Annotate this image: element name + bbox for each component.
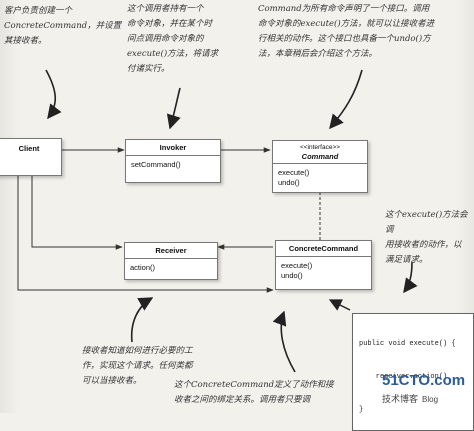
- note-client: 客户负责创建一个 ConcreteCommand，并设置 其接收者。: [4, 4, 124, 49]
- operation: action(): [130, 263, 156, 272]
- note-execute: 这个execute()方法会调 用接收者的动作，以 满足请求。: [385, 208, 473, 268]
- pointer-arrow-top-left: [45, 69, 62, 120]
- watermark-blog: Blog: [422, 395, 439, 404]
- note-line: 其接收者。: [4, 36, 47, 46]
- note-command: Command为所有命令声明了一个接口。调用 命令对象的execute()方法，…: [258, 2, 472, 62]
- class-receiver-ops: action(): [125, 259, 217, 279]
- note-line: 满足请求。: [385, 255, 428, 265]
- note-invoker: 这个调用者持有一个 命令对象，并在某个时 间点调用命令对象的 execute()…: [127, 2, 257, 77]
- note-receiver: 接收者知道如何进行必要的工 作，实现这个请求。任何类都 可以当接收者。: [82, 344, 212, 389]
- note-line: 法，本章稍后会介绍这个方法。: [258, 49, 378, 59]
- pointer-arrow-command: [329, 69, 363, 130]
- association-client-concrete: [17, 175, 274, 293]
- note-line: 付诸实行。: [127, 64, 170, 74]
- operation: execute(): [281, 261, 313, 270]
- note-line: 接收者知道如何进行必要的工: [82, 346, 193, 356]
- note-concrete: 这个ConcreteCommand定义了动作和接 收者之间的绑定关系。调用者只要…: [174, 378, 370, 408]
- class-client-name: Client: [18, 144, 40, 153]
- operation: setCommand(): [131, 160, 181, 169]
- class-invoker: Invoker setCommand(): [125, 139, 221, 183]
- code-line: public void execute() {: [359, 340, 456, 348]
- note-line: 这个ConcreteCommand定义了动作和接: [174, 380, 334, 390]
- note-line: ConcreteCommand，并设置: [4, 21, 122, 31]
- class-command-interface: <<interface>> Command execute() undo(): [272, 140, 368, 193]
- note-line: 间点调用命令对象的: [127, 34, 204, 44]
- note-line: 收者之间的绑定关系。调用者只要调: [174, 395, 311, 405]
- note-line: 这个调用者持有一个: [127, 4, 204, 14]
- note-line: 行相关的动作。这个接口也具备一个undo()方: [258, 34, 431, 44]
- note-line: 命令对象，并在某个时: [127, 19, 213, 29]
- class-command-ops: execute() undo(): [273, 164, 367, 192]
- association-client-receiver: [31, 175, 123, 250]
- class-receiver-name: Receiver: [125, 243, 217, 259]
- note-line: 这个execute()方法会调: [385, 210, 468, 235]
- note-line: 用接收者的动作，以: [385, 240, 462, 250]
- pointer-arrow-invoker: [166, 87, 181, 130]
- code-line: }: [359, 406, 364, 414]
- class-concrete-name: ConcreteCommand: [276, 241, 371, 257]
- operation: execute(): [278, 168, 310, 177]
- class-receiver: Receiver action(): [124, 242, 218, 280]
- operation: undo(): [278, 178, 300, 187]
- pointer-arrow-execute: [403, 261, 418, 294]
- pointer-arrow-concrete: [272, 310, 296, 373]
- interface-stereotype: <<interface>>: [299, 144, 341, 151]
- pointer-arrow-receiver: [130, 297, 154, 343]
- note-line: 作，实现这个请求。任何类都: [82, 361, 193, 371]
- note-line: execute()方法，将请求: [127, 49, 219, 59]
- class-client: Client: [0, 138, 62, 176]
- diagram-connectors: [17, 69, 418, 373]
- class-command-header: <<interface>> Command: [273, 141, 367, 164]
- note-line: 命令对象的execute()方法，就可以让接收者进: [258, 19, 435, 29]
- class-invoker-ops: setCommand(): [126, 156, 220, 182]
- note-line: 可以当接收者。: [82, 376, 142, 386]
- class-concrete-command: ConcreteCommand execute() undo(): [275, 240, 372, 290]
- watermark-subtitle: 技术博客: [382, 395, 419, 405]
- class-concrete-ops: execute() undo(): [276, 257, 371, 289]
- operation: undo(): [281, 271, 303, 280]
- pointer-arrow-code: [328, 299, 351, 311]
- code-line: receiver.action(): [359, 373, 448, 381]
- note-line: 客户负责创建一个: [4, 6, 73, 16]
- class-invoker-name: Invoker: [126, 140, 220, 156]
- note-line: Command为所有命令声明了一个接口。调用: [258, 4, 430, 14]
- class-command-name: Command: [301, 152, 339, 161]
- watermark-brand: 51CTO.com: [382, 372, 466, 389]
